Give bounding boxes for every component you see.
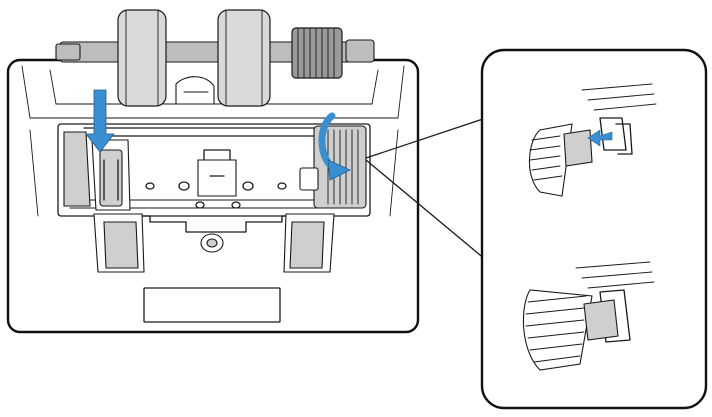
shaft-left-end [55, 43, 81, 61]
shaft-right-end [345, 39, 375, 63]
tray-notch [133, 215, 301, 233]
scanner-side-lines [29, 129, 399, 217]
insertion-arrows [85, 89, 351, 181]
paper-path-holes [145, 181, 287, 209]
detail-top-view [528, 83, 657, 197]
paper-path-cavity [57, 123, 371, 217]
detail-top-arrow [587, 129, 613, 147]
right-rotate-arrowhead [327, 159, 351, 181]
roller-assembly [55, 9, 375, 107]
roller-hub [175, 76, 215, 105]
left-latch [63, 131, 131, 211]
detail-bottom-roller [522, 289, 593, 371]
bottom-label-slot [143, 287, 281, 323]
detail-bottom-view [522, 261, 655, 371]
detail-bottom-shaft [583, 299, 619, 341]
right-roller [217, 9, 271, 107]
callout-connectors [365, 117, 487, 261]
release-button-center [206, 238, 218, 248]
center-bracket [197, 149, 237, 197]
roller-gear [291, 27, 343, 79]
detail-frame [480, 48, 708, 410]
left-down-arrow [85, 89, 115, 153]
detail-callout-panel [480, 48, 708, 410]
left-guide [93, 213, 145, 273]
scanner-top-bevel [21, 65, 405, 119]
left-roller [117, 9, 167, 107]
right-guide [283, 213, 335, 273]
detail-top-shaft [563, 129, 593, 167]
roller-guide-rail [83, 127, 341, 137]
detail-top-roller [528, 123, 573, 197]
